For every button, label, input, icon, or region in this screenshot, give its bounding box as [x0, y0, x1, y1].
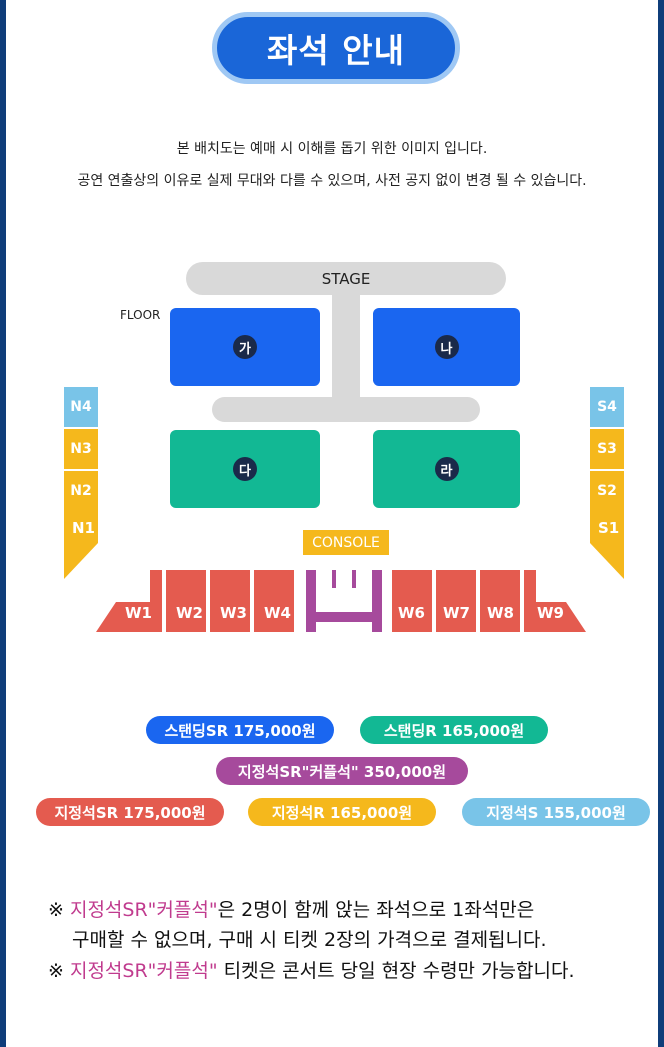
footnote-line-3: ※ 지정석SR"커플석" 티켓은 콘서트 당일 현장 수령만 가능합니다.: [48, 956, 575, 983]
price-couple: 지정석SR"커플석" 350,000원: [216, 757, 468, 785]
note-mark: ※: [48, 960, 64, 982]
footnote-1-text: 은 2명이 함께 앉는 좌석으로 1좌석만은: [217, 899, 535, 921]
notice-line-2: 공연 연출상의 이유로 실제 무대와 다를 수 있으며, 사전 공지 없이 변경…: [77, 173, 587, 189]
section-w7[interactable]: W7: [443, 604, 470, 622]
price-reserved-s: 지정석S 155,000원: [462, 798, 650, 826]
section-w8[interactable]: W8: [487, 604, 514, 622]
page-title: 좌석 안내: [212, 12, 460, 84]
left-border: [0, 0, 6, 1047]
section-ra[interactable]: 라: [373, 430, 520, 508]
section-w4[interactable]: W4: [264, 604, 291, 622]
couple-seat-highlight: 지정석SR"커플석": [69, 899, 218, 921]
right-border: [658, 0, 664, 1047]
section-ga-label: 가: [233, 335, 257, 359]
stage: STAGE: [186, 262, 506, 295]
section-na-label: 나: [434, 335, 459, 359]
section-n3[interactable]: N3: [64, 429, 98, 469]
footnote-line-2: 구매할 수 없으며, 구매 시 티켓 2장의 가격으로 결제됩니다.: [72, 929, 547, 951]
section-n4[interactable]: N4: [64, 387, 98, 427]
section-s3[interactable]: S3: [590, 429, 624, 469]
section-w2[interactable]: W2: [176, 604, 203, 622]
couple-seat-highlight: 지정석SR"커플석": [69, 960, 218, 982]
stage-thrust: [332, 290, 360, 400]
console: CONSOLE: [303, 530, 389, 555]
section-ra-label: 라: [434, 457, 459, 481]
floor-label: FLOOR: [120, 308, 161, 322]
footnote-3-text: 티켓은 콘서트 당일 현장 수령만 가능합니다.: [217, 960, 575, 982]
section-s2[interactable]: S2: [590, 471, 624, 511]
section-w6[interactable]: W6: [398, 604, 425, 622]
section-n1-shape[interactable]: [64, 511, 98, 579]
section-w3[interactable]: W3: [220, 604, 247, 622]
section-da-label: 다: [233, 457, 257, 481]
section-w9[interactable]: W9: [537, 604, 564, 622]
section-w1[interactable]: W1: [125, 604, 152, 622]
section-s1-shape[interactable]: [590, 511, 624, 579]
price-reserved-r: 지정석R 165,000원: [248, 798, 436, 826]
price-standing-sr: 스탠딩SR 175,000원: [146, 716, 334, 744]
footnote-line-1: ※ 지정석SR"커플석"은 2명이 함께 앉는 좌석으로 1좌석만은: [48, 895, 534, 922]
section-n1: N1: [72, 519, 95, 537]
section-n2[interactable]: N2: [64, 471, 98, 511]
section-s4[interactable]: S4: [590, 387, 624, 427]
section-da[interactable]: 다: [170, 430, 320, 508]
notice-line-1: 본 배치도는 예매 시 이해를 돕기 위한 이미지 입니다.: [176, 141, 488, 157]
w-sections-shapes: [96, 570, 586, 632]
section-w5[interactable]: W5: [330, 591, 357, 609]
section-s1: S1: [598, 519, 620, 537]
section-na[interactable]: 나: [373, 308, 520, 386]
price-standing-r: 스탠딩R 165,000원: [360, 716, 548, 744]
price-reserved-sr: 지정석SR 175,000원: [36, 798, 224, 826]
section-ga[interactable]: 가: [170, 308, 320, 386]
note-mark: ※: [48, 899, 64, 921]
runway: [212, 397, 480, 422]
